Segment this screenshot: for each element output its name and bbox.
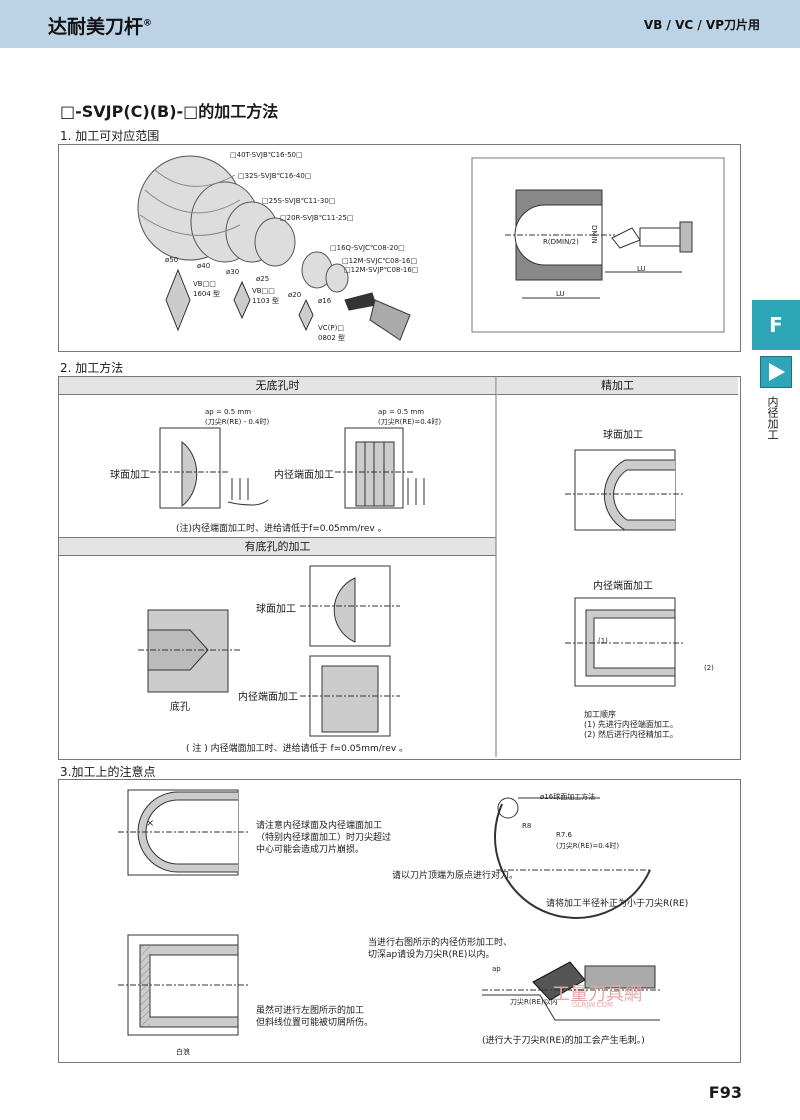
caution-text: 切深ap请设为刀尖R(RE)以内。	[368, 950, 495, 960]
ap-note: (刀尖R(RE) - 0.4时)	[205, 418, 270, 426]
caution-text: 当进行右图所示的内径仿形加工时、	[368, 938, 513, 948]
tool-label: □20R-SVJB℃11-25□	[280, 214, 354, 222]
col-no-pilot-header: 无底孔时	[59, 377, 496, 395]
note-feed: (注)内径端面加工时、进给请低于f=0.05mm/rev 。	[176, 524, 387, 534]
caution-text: （特别内径球面加工）时刀尖超过	[256, 833, 392, 843]
dim-lu: LU	[637, 265, 646, 273]
play-icon	[760, 356, 792, 388]
insert-label: 1604 型	[193, 290, 221, 298]
label-sphere: 球面加工	[256, 604, 296, 615]
radius-label: R7.6	[556, 831, 572, 839]
dim-lu: LU	[556, 290, 565, 298]
insert-label: VB□□	[193, 280, 216, 288]
caution-text: 虽然可进行左图所示的加工	[256, 1006, 365, 1016]
caution-text: 请注意内径球面及内径端面加工	[256, 821, 383, 831]
tool-label: □12M-SVJC℃08-16□	[342, 257, 418, 265]
ap-label: ap	[492, 965, 501, 973]
diameter-label: ø40	[197, 262, 211, 270]
note-feed: ( 注 ) 内径端面加工时、进给请低于 f=0.05mm/rev 。	[186, 744, 409, 754]
insert-label: VB□□	[252, 287, 275, 295]
dim-rdmin: R(DMIN/2)	[543, 238, 579, 246]
ap-note: (刀尖R(RE)=0.4时)	[378, 418, 442, 426]
dim-dmin: DMIN	[590, 225, 598, 244]
caution-text: 请以刀片顶端为原点进行对刀。	[392, 871, 519, 881]
tool-label: □16Q-SVJC℃08-20□	[330, 244, 405, 252]
category-label: VB / VC / VP刀片用	[643, 18, 760, 32]
insert-label: VC(P)□	[318, 324, 344, 332]
diameter-label: ø25	[256, 275, 270, 283]
tool-label: □12M-SVJP℃08-16□	[344, 266, 419, 274]
label-pilot: 底孔	[170, 702, 190, 713]
ap-note: ap = 0.5 mm	[378, 408, 425, 416]
insert-label: 1103 型	[252, 297, 280, 305]
page-number: F93	[708, 1083, 742, 1102]
caution-text: 但斜线位置可能被切屑所伤。	[256, 1018, 374, 1028]
chapter-tab[interactable]: F	[752, 300, 800, 350]
page-header: 达耐美刀杆® VB / VC / VP刀片用	[0, 0, 800, 48]
step-label: (2)	[704, 664, 714, 672]
diameter-label: ø50	[165, 256, 179, 264]
order-step: (1) 先进行内径端面加工。	[584, 720, 678, 729]
step-label: (1)	[598, 637, 608, 645]
diameter-label: ø30	[226, 268, 240, 276]
ap-note: ap = 0.5 mm	[205, 408, 252, 416]
diameter-label: ø16	[318, 297, 332, 305]
brand-title: 达耐美刀杆®	[48, 16, 153, 38]
tool-label: □25S-SVJB℃11-30□	[262, 197, 336, 205]
tool-label: □40T-SVJB℃16-50□	[230, 151, 303, 159]
caution-text: 中心可能会造成刀片崩损。	[256, 845, 365, 855]
section2-heading: 2. 加工方法	[60, 361, 124, 375]
order-step: (2) 然后进行内径精加工。	[584, 730, 678, 739]
scar-label: 白浪	[176, 1048, 190, 1056]
label-face: 内径端面加工	[238, 692, 298, 703]
sub-title: ø16球面加工方法	[540, 793, 596, 801]
watermark-url: GLRJW.COM	[572, 1001, 614, 1009]
watermark: 工量刀具網	[552, 984, 642, 1005]
sphere-range-drawing	[137, 155, 349, 293]
radius-label: (刀尖R(RE)=0.4时)	[556, 842, 620, 850]
label-sphere: 球面加工	[603, 430, 643, 441]
page-title: □-SVJP(C)(B)-□的加工方法	[60, 102, 279, 121]
section1-heading: 1. 加工可对应范围	[60, 129, 160, 143]
diameter-label: ø20	[288, 291, 302, 299]
order-title: 加工顺序	[584, 710, 616, 719]
label-face: 内径端面加工	[274, 470, 334, 481]
caution-text: (进行大于刀尖R(RE)的加工会产生毛刺。)	[482, 1036, 645, 1046]
chapter-label: 内径加工	[766, 396, 779, 440]
section3-heading: 3.加工上的注意点	[60, 765, 156, 779]
svg-text:×: ×	[146, 818, 154, 829]
tool-label: □32S-SVJB℃16-40□	[238, 172, 312, 180]
radius-label: R8	[522, 822, 532, 830]
insert-label: 0802 型	[318, 334, 346, 342]
caution-text: 请将加工半径补正为小于刀尖R(RE)	[546, 899, 689, 909]
col-pilot-header: 有底孔的加工	[59, 537, 496, 556]
col-finishing-header: 精加工	[497, 377, 738, 395]
re-label: 刀尖R(RE)以内	[510, 998, 558, 1006]
label-sphere: 球面加工	[110, 470, 150, 481]
label-face: 内径端面加工	[593, 581, 653, 592]
